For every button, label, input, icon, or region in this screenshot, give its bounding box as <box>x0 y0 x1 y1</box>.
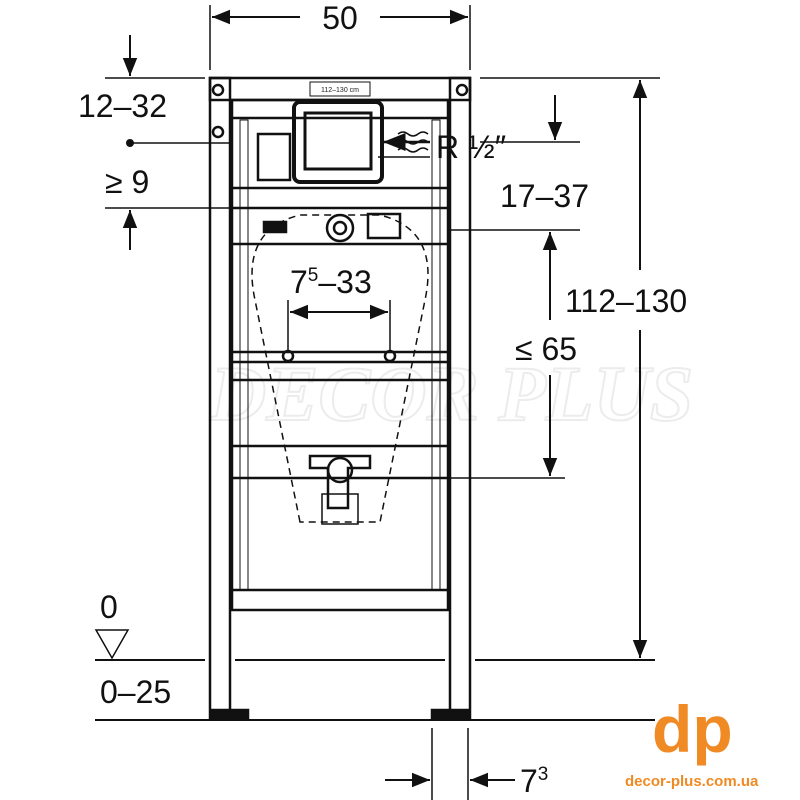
leg-depth-label: 73 <box>520 763 548 799</box>
supply-height-label: 17–37 <box>500 178 589 214</box>
bolt-spacing-dimension: 75–33 <box>287 264 391 352</box>
top-offset-label: 12–32 <box>78 88 167 124</box>
bolt-spacing-base: 7 <box>290 264 308 300</box>
leg-adjust-label: 0–25 <box>100 674 171 710</box>
leg-depth-dimension: 73 <box>385 728 548 800</box>
supply-connection: R ½″ <box>378 129 506 165</box>
width-dimension: 50 <box>209 0 471 70</box>
total-height-dimension: 112–130 <box>480 77 687 658</box>
logo-url: decor-plus.com.ua <box>625 773 759 790</box>
max-drain-label: ≤ 65 <box>515 331 577 367</box>
bolt-spacing-rest: –33 <box>318 264 371 300</box>
total-height-label: 112–130 <box>565 283 687 319</box>
brand-logo: dp decor-plus.com.ua <box>625 692 759 790</box>
frame-height-label: 112–130 cm <box>321 87 359 94</box>
floor-level-label: 0 <box>100 589 118 625</box>
leg-depth-base: 7 <box>520 763 538 799</box>
width-label: 50 <box>322 0 358 36</box>
min-gap-label: ≥ 9 <box>105 164 149 200</box>
supply-height-dimension: 17–37 ≤ 65 <box>360 95 589 479</box>
floor-level: 0 0–25 <box>94 589 655 721</box>
top-offset-dimension: 12–32 ≥ 9 <box>78 35 330 250</box>
bolt-spacing-sup: 5 <box>308 265 319 286</box>
leg-depth-sup: 3 <box>538 764 549 785</box>
frame-structure <box>208 76 472 720</box>
bolt-spacing-label: 75–33 <box>290 264 372 300</box>
pipe-thread-label: R ½″ <box>436 129 506 165</box>
logo-mark: dp <box>652 692 733 766</box>
